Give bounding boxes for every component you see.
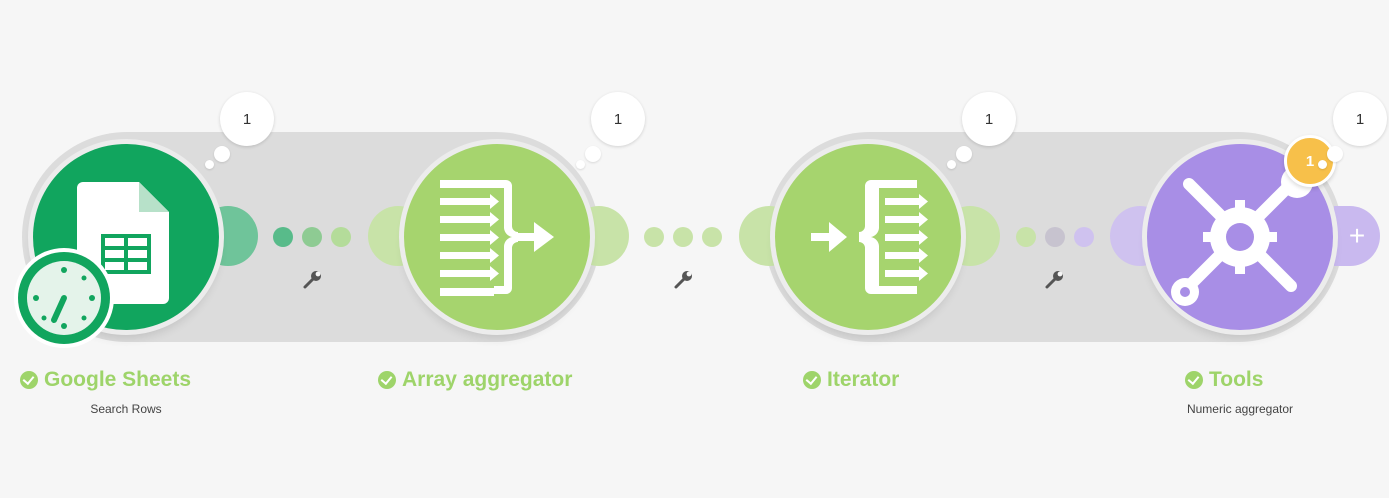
module-title-text: Array aggregator xyxy=(402,368,573,391)
check-icon xyxy=(803,371,821,389)
module-subtitle: Search Rows xyxy=(90,402,162,416)
wrench-icon[interactable] xyxy=(673,268,695,290)
schedule-clock[interactable] xyxy=(14,248,114,348)
execution-count-bubble[interactable]: 1 xyxy=(591,92,645,146)
check-icon xyxy=(1185,371,1203,389)
bubble-tail xyxy=(947,160,956,169)
connector-dot xyxy=(1074,227,1094,247)
array-aggregator-icon xyxy=(440,180,554,296)
execution-count-bubble[interactable]: 1 xyxy=(962,92,1016,146)
add-module-button[interactable]: + xyxy=(1334,206,1380,266)
module-array-aggregator[interactable] xyxy=(404,144,590,330)
wrench-icon[interactable] xyxy=(302,268,324,290)
module-title-iterator[interactable]: Iterator xyxy=(803,366,899,394)
module-title-text: Tools xyxy=(1209,368,1264,391)
module-title-tools[interactable]: Tools xyxy=(1185,366,1263,394)
connector-dot xyxy=(331,227,351,247)
module-title-google-sheets[interactable]: Google Sheets xyxy=(20,366,191,394)
module-title-text: Google Sheets xyxy=(44,368,192,391)
bubble-tail xyxy=(1318,160,1327,169)
execution-count-bubble[interactable]: 1 xyxy=(1333,92,1387,146)
bubble-tail xyxy=(205,160,214,169)
connector-dot xyxy=(702,227,722,247)
tools-icon xyxy=(1171,166,1313,306)
module-google-sheets[interactable] xyxy=(33,144,219,330)
module-iterator[interactable] xyxy=(775,144,961,330)
connector-dot xyxy=(644,227,664,247)
operations-badge[interactable]: 1 xyxy=(1284,135,1336,187)
bubble-tail xyxy=(956,146,972,162)
bubble-tail xyxy=(1327,146,1343,162)
check-icon xyxy=(378,371,396,389)
module-title-array-aggregator[interactable]: Array aggregator xyxy=(378,366,572,394)
connector-dot xyxy=(1016,227,1036,247)
iterator-icon xyxy=(811,180,928,294)
bubble-tail xyxy=(576,160,585,169)
wrench-icon[interactable] xyxy=(1044,268,1066,290)
module-tools[interactable] xyxy=(1147,144,1333,330)
module-title-text: Iterator xyxy=(827,368,900,391)
connector-dot xyxy=(302,227,322,247)
clock-icon xyxy=(18,252,110,344)
bubble-tail xyxy=(585,146,601,162)
module-subtitle: Numeric aggregator xyxy=(1186,402,1294,416)
connector-dot xyxy=(1045,227,1065,247)
connector-dot xyxy=(273,227,293,247)
execution-count-bubble[interactable]: 1 xyxy=(220,92,274,146)
bubble-tail xyxy=(214,146,230,162)
check-icon xyxy=(20,371,38,389)
connector-dot xyxy=(673,227,693,247)
